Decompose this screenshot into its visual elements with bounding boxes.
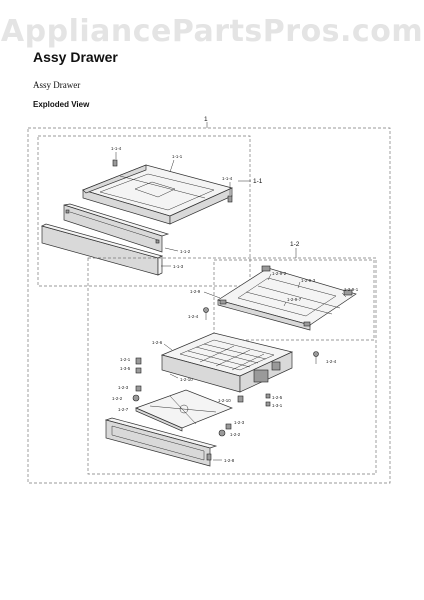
- label-1-2-4b: 1-2-4: [326, 359, 337, 364]
- label-1-2: 1-2: [290, 241, 300, 248]
- drawer-front-bracket: [63, 203, 170, 253]
- leader-1-2-9: [203, 291, 221, 299]
- leader-1-2-9-1: [341, 292, 347, 298]
- assembly-1-1-boundary: [37, 135, 251, 287]
- assembly-1-2-boundary: [87, 257, 377, 475]
- label-1-2-9-3: 1-2-9-3: [301, 278, 316, 283]
- drawer-front-panel: [41, 223, 163, 276]
- drawer-basket: [160, 332, 294, 393]
- label-1-2-1: 1-2-1: [120, 357, 131, 362]
- assembly-subtitle: Assy Drawer: [33, 80, 81, 90]
- label-1-2-10a: 1-2-10: [180, 377, 193, 382]
- drawer-front-frame: [104, 417, 218, 467]
- label-1-2-3b: 1-2-3: [234, 420, 245, 425]
- label-1-1-2: 1-1-2: [180, 249, 191, 254]
- stopper-left: [132, 385, 142, 402]
- label-1-1: 1-1: [253, 178, 263, 185]
- leader-1-2-10a: [169, 373, 179, 379]
- assembly-1-2-9-boundary: [213, 259, 375, 341]
- label-1-2-9: 1-2-9: [190, 289, 201, 294]
- leader-1-1-1: [169, 159, 175, 173]
- label-1-2-9-2: 1-2-9-2: [272, 271, 287, 276]
- leader-1-2-9-3: [297, 281, 301, 289]
- clip-left: [112, 159, 118, 167]
- label-1-2-2b: 1-2-2: [230, 432, 241, 437]
- label-1-2-9-1: 1-2-9-1: [344, 287, 359, 292]
- label-1-2-7: 1-2-7: [118, 407, 129, 412]
- page-title: Assy Drawer: [33, 49, 118, 65]
- screw-left: [203, 307, 209, 320]
- label-1-3-1: 1-3-1: [272, 403, 283, 408]
- screw-right: [313, 351, 319, 364]
- label-1-1-4b: 1-1-4: [222, 176, 233, 181]
- drawer-outer-tray: [81, 164, 234, 225]
- label-1-2-10b: 1-2-10: [218, 398, 231, 403]
- label-1-1-1: 1-1-1: [172, 154, 183, 159]
- label-1: 1: [204, 116, 208, 123]
- label-1-2-5: 1-2-5: [272, 395, 283, 400]
- slide-rail-frame: [217, 265, 357, 331]
- label-1-2-6: 1-2-6: [152, 340, 163, 345]
- leader-1-1-2: [164, 247, 179, 252]
- assembly-1-boundary: [27, 127, 391, 484]
- watermark: AppliancePartsPros.com: [0, 14, 424, 49]
- section-heading: Exploded View: [33, 100, 90, 109]
- leader-1-2-6: [163, 343, 173, 351]
- label-1-1-3: 1-1-3: [173, 264, 184, 269]
- leader-1-2-9-7: [283, 301, 287, 307]
- right-stopper-parts: [218, 393, 271, 437]
- label-1-2-8: 1-2-8: [224, 458, 235, 463]
- label-1-2-2a: 1-2-2: [112, 396, 123, 401]
- drawer-bottom-plate: [135, 389, 233, 432]
- label-1-2-9-7: 1-2-9-7: [287, 297, 302, 302]
- label-1-2-3a: 1-2-3: [118, 385, 129, 390]
- roller-part: [135, 357, 142, 374]
- label-1-3-5: 1-3-5: [120, 366, 131, 371]
- clip-right: [227, 195, 233, 203]
- leader-1-2-9-2: [267, 273, 272, 281]
- label-1-2-4a: 1-2-4: [188, 314, 199, 319]
- label-1-1-4a: 1-1-4: [111, 146, 122, 151]
